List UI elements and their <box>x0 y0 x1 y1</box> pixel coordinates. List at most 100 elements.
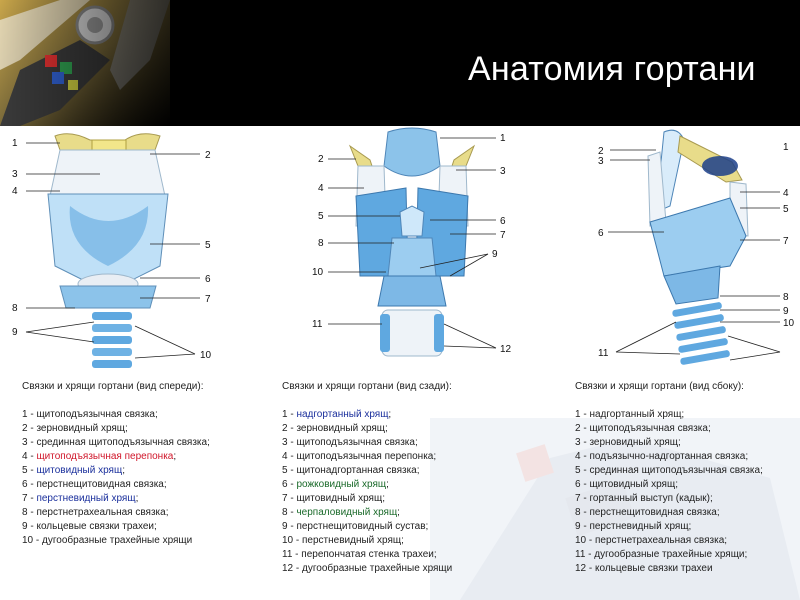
back-label-1: 1 <box>500 133 506 144</box>
caption-item-text: срединная щитоподъязычная связка; <box>589 465 762 476</box>
caption-item-text: перстнещитовидная связка; <box>36 479 166 490</box>
caption-item-text: щитоподъязычная связка; <box>589 423 710 434</box>
caption-item-text: щитоподъязычная связка; <box>36 409 157 420</box>
back-label-6: 6 <box>500 216 506 227</box>
caption-item: 7 - щитовидный хрящ; <box>282 492 512 506</box>
caption-item: 6 - рожковидный хрящ; <box>282 478 512 492</box>
caption-item-text: щитоподъязычная перепонка; <box>296 451 436 462</box>
caption-title: Связки и хрящи гортани (вид сбоку): <box>575 380 800 394</box>
front-label-1: 1 <box>12 138 18 149</box>
caption-item-punctuation: ; <box>386 479 389 490</box>
caption-item-number: 9 - <box>22 521 36 532</box>
larynx-back-view: 1 2 3 4 5 6 7 8 9 10 11 12 <box>300 126 525 376</box>
side-label-6: 6 <box>598 228 604 239</box>
side-label-1: 1 <box>783 142 789 153</box>
back-label-10: 10 <box>312 267 324 278</box>
caption-item-number: 10 - <box>22 535 42 546</box>
caption-item-text: перепончатая стенка трахеи; <box>301 549 436 560</box>
caption-item: 11 - дугообразные трахейные хрящи; <box>575 548 800 562</box>
caption-item-number: 4 - <box>575 451 589 462</box>
caption-item-punctuation: ; <box>173 451 176 462</box>
back-label-12: 12 <box>500 344 512 355</box>
caption-item: 12 - дугообразные трахейные хрящи <box>282 562 512 576</box>
larynx-front-view: 1 2 3 4 5 6 7 8 9 10 <box>0 126 230 376</box>
caption-item-text: кольцевые связки трахеи <box>595 563 713 574</box>
back-label-7: 7 <box>500 230 506 241</box>
caption-item-number: 10 - <box>575 535 595 546</box>
front-label-7: 7 <box>205 294 211 305</box>
caption-item-text: перстневидный хрящ <box>36 493 135 504</box>
caption-item: 2 - щитоподъязычная связка; <box>575 422 800 436</box>
caption-item-text: рожковидный хрящ <box>296 479 386 490</box>
caption-item: 1 - надгортанный хрящ; <box>282 408 512 422</box>
caption-item-text: зерновидный хрящ; <box>296 423 387 434</box>
caption-item: 5 - щитовидный хрящ; <box>22 464 272 478</box>
caption-item: 9 - перстнещитовидный сустав; <box>282 520 512 534</box>
side-label-10: 10 <box>783 318 795 329</box>
caption-item-number: 1 - <box>22 409 36 420</box>
side-label-7: 7 <box>783 236 789 247</box>
larynx-side-view: 1 2 3 4 5 6 7 8 9 10 11 <box>580 126 800 376</box>
caption-item-number: 5 - <box>282 465 296 476</box>
caption-item-number: 10 - <box>282 535 302 546</box>
caption-item: 6 - щитовидный хрящ; <box>575 478 800 492</box>
medical-collage-image <box>0 0 260 126</box>
caption-item-text: дугообразные трахейные хрящи <box>42 535 192 546</box>
caption-item: 2 - зерновидный хрящ; <box>22 422 272 436</box>
caption-item-number: 9 - <box>575 521 589 532</box>
caption-item: 6 - перстнещитовидная связка; <box>22 478 272 492</box>
caption-item-punctuation: ; <box>136 493 139 504</box>
caption-item: 10 - перстнетрахеальная связка; <box>575 534 800 548</box>
caption-item: 2 - зерновидный хрящ; <box>282 422 512 436</box>
caption-item-text: надгортанный хрящ; <box>589 409 684 420</box>
caption-item: 3 - щитоподъязычная связка; <box>282 436 512 450</box>
caption-item: 5 - срединная щитоподъязычная связка; <box>575 464 800 478</box>
caption-item-number: 3 - <box>22 437 36 448</box>
front-label-8: 8 <box>12 303 18 314</box>
caption-item-number: 3 - <box>282 437 296 448</box>
caption-item: 4 - щитоподъязычная перепонка; <box>282 450 512 464</box>
caption-item-number: 11 - <box>575 549 594 560</box>
caption-item: 7 - гортанный выступ (кадык); <box>575 492 800 506</box>
caption-item-text: перстнетрахеальная связка; <box>36 507 168 518</box>
caption-item: 5 - щитонадгортанная связка; <box>282 464 512 478</box>
caption-item: 10 - дугообразные трахейные хрящи <box>22 534 272 548</box>
front-label-2: 2 <box>205 150 211 161</box>
back-label-5: 5 <box>318 211 324 222</box>
caption-item-text: срединная щитоподъязычная связка; <box>36 437 209 448</box>
caption-item: 1 - надгортанный хрящ; <box>575 408 800 422</box>
caption-item-text: щитовидный хрящ; <box>589 479 678 490</box>
caption-item-text: дугообразные трахейные хрящи; <box>594 549 747 560</box>
caption-item-number: 2 - <box>575 423 589 434</box>
side-label-5: 5 <box>783 204 789 215</box>
caption-item-text: зерновидный хрящ; <box>589 437 680 448</box>
caption-item-text: зерновидный хрящ; <box>36 423 127 434</box>
caption-item-text: кольцевые связки трахеи; <box>36 521 156 532</box>
caption-item-text: дугообразные трахейные хрящи <box>302 563 452 574</box>
back-label-11: 11 <box>312 319 323 330</box>
caption-item-number: 5 - <box>22 465 36 476</box>
caption-item-number: 3 - <box>575 437 589 448</box>
caption-item: 8 - черпаловидный хрящ; <box>282 506 512 520</box>
caption-title: Связки и хрящи гортани (вид спереди): <box>22 380 272 394</box>
caption-list: 1 - надгортанный хрящ;2 - зерновидный хр… <box>282 408 512 576</box>
caption-item-text: черпаловидный хрящ <box>296 507 397 518</box>
caption-item-punctuation: ; <box>397 507 400 518</box>
front-label-4: 4 <box>12 186 18 197</box>
caption-item-text: гортанный выступ (кадык); <box>589 493 712 504</box>
back-label-8: 8 <box>318 238 324 249</box>
caption-item: 10 - перстневидный хрящ; <box>282 534 512 548</box>
caption-item: 7 - перстневидный хрящ; <box>22 492 272 506</box>
caption-item-number: 7 - <box>575 493 589 504</box>
caption-list: 1 - щитоподъязычная связка;2 - зерновидн… <box>22 408 272 548</box>
caption-item-number: 7 - <box>282 493 296 504</box>
caption-item-text: щитоподъязычная связка; <box>296 437 417 448</box>
caption-title: Связки и хрящи гортани (вид сзади): <box>282 380 512 394</box>
caption-item: 9 - перстневидный хрящ; <box>575 520 800 534</box>
caption-item-number: 5 - <box>575 465 589 476</box>
front-label-10: 10 <box>200 350 212 361</box>
caption-item: 1 - щитоподъязычная связка; <box>22 408 272 422</box>
front-label-3: 3 <box>12 169 18 180</box>
back-label-9: 9 <box>492 249 498 260</box>
back-label-3: 3 <box>500 166 506 177</box>
